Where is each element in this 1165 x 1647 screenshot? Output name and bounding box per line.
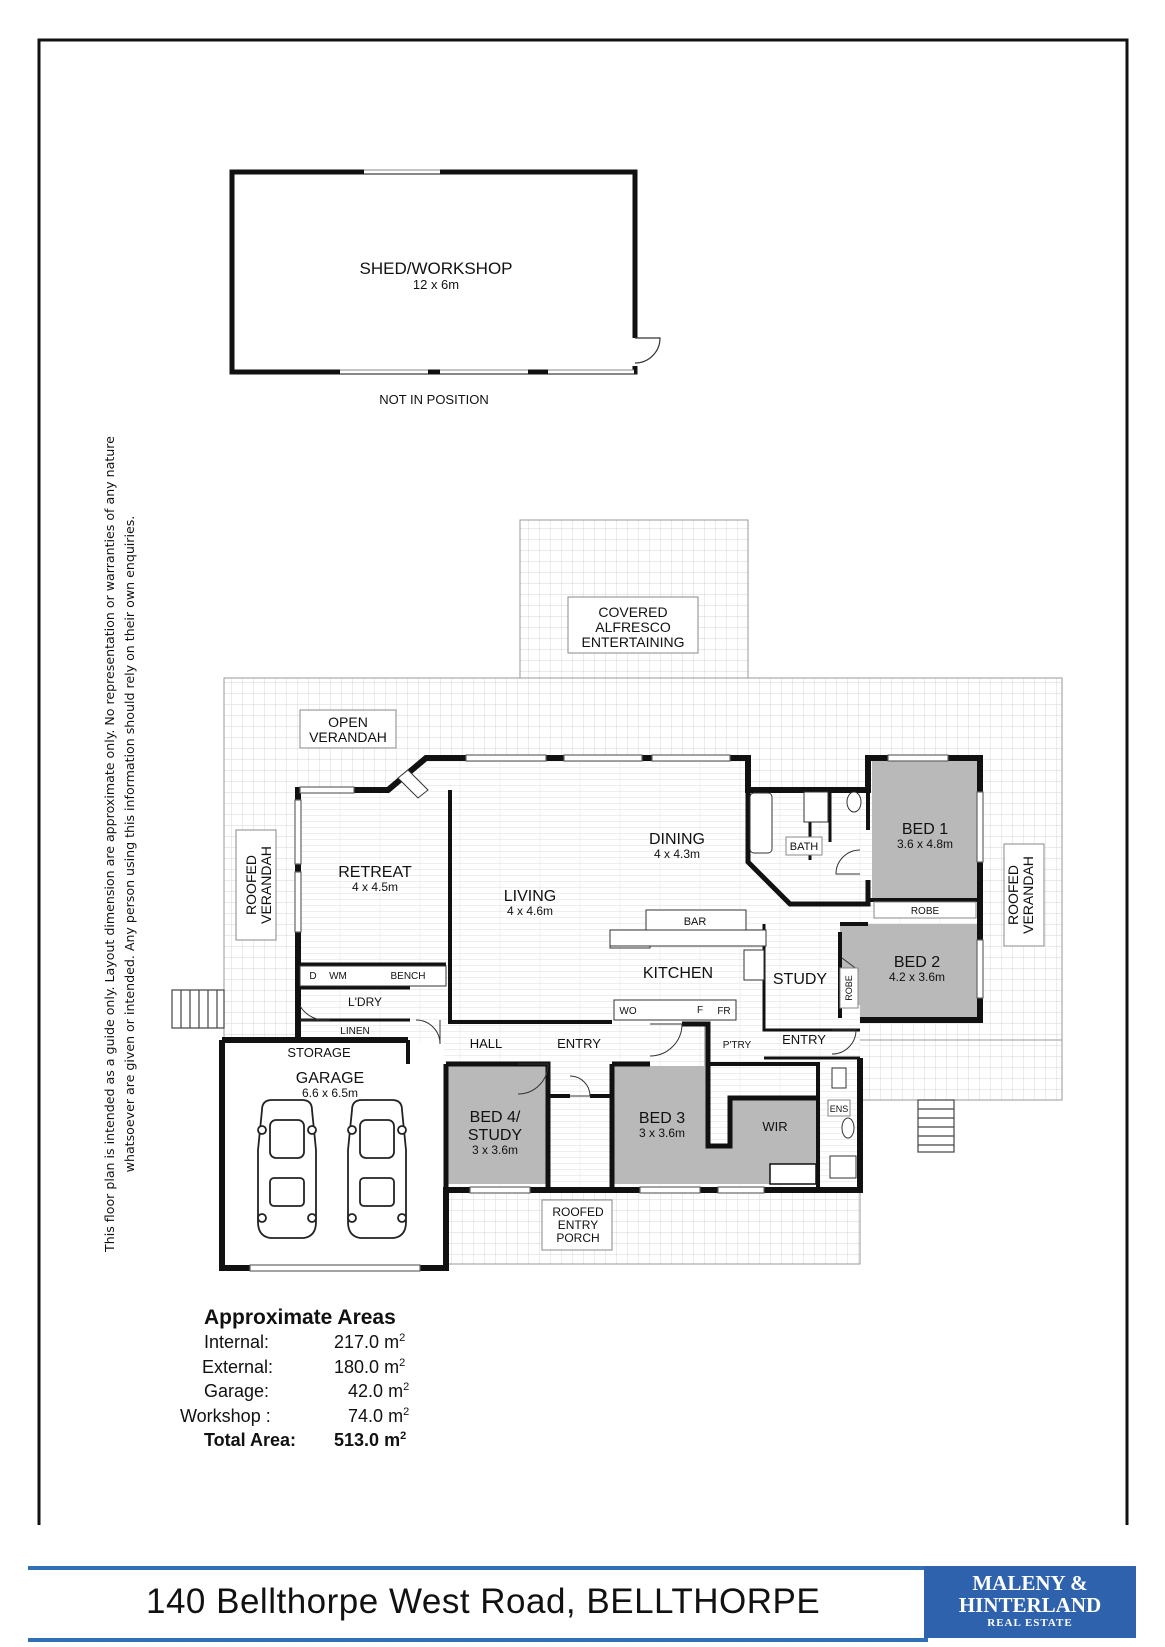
car-icon	[347, 1099, 407, 1239]
door-icon	[569, 1075, 591, 1097]
kitchen-label: KITCHEN	[643, 965, 713, 982]
shed-note: NOT IN POSITION	[379, 392, 489, 407]
walls	[219, 755, 983, 1271]
area-row: External: 180.0 m2	[202, 1356, 406, 1377]
footer-rule-bottom	[28, 1638, 928, 1642]
wo-label: WO	[619, 1006, 636, 1017]
svg-text:4.2 x 3.6m: 4.2 x 3.6m	[889, 970, 945, 984]
ens-label: ENS	[830, 1104, 849, 1114]
island-bench	[609, 929, 767, 947]
shed-name: SHED/WORKSHOP	[359, 259, 512, 278]
roofed-verandah-left-label: ROOFED	[243, 855, 259, 915]
open-verandah-label: OPEN	[328, 714, 368, 730]
laundry-bench	[299, 965, 447, 987]
steps-right-icon	[917, 1099, 955, 1153]
agency-logo: MALENY & HINTERLAND REAL ESTATE	[924, 1566, 1136, 1638]
interior-floors	[222, 758, 980, 1268]
svg-text:4 x 4.5m: 4 x 4.5m	[352, 880, 398, 894]
fireplace-icon	[397, 769, 429, 799]
svg-text:3.6 x 4.8m: 3.6 x 4.8m	[897, 837, 953, 851]
disclaimer-line-1: This floor plan is intended as a guide o…	[102, 436, 117, 1252]
laundry-wm: WM	[329, 971, 347, 982]
bar-label: BAR	[684, 916, 707, 928]
steps-left-icon	[171, 989, 225, 1029]
svg-text:ALFRESCO: ALFRESCO	[595, 619, 671, 635]
bed2-label: BED 2	[894, 954, 940, 971]
robe1-label: ROBE	[911, 906, 940, 917]
svg-text:VERANDAH: VERANDAH	[258, 846, 274, 924]
wo-bench	[613, 999, 737, 1021]
svg-text:4 x 4.3m: 4 x 4.3m	[654, 847, 700, 861]
svg-text:ENTRY: ENTRY	[558, 1218, 598, 1232]
covered-alfresco-label: COVERED	[598, 604, 667, 620]
area-row: Internal: 217.0 m2	[204, 1332, 406, 1352]
roofed-verandah-right-label: ROOFED	[1005, 865, 1021, 925]
bed3-label: BED 3	[639, 1110, 685, 1127]
fr-label: FR	[717, 1006, 730, 1017]
door-icon	[415, 1019, 441, 1045]
shed-workshop	[229, 169, 661, 375]
svg-text:3 x 3.6m: 3 x 3.6m	[639, 1126, 685, 1140]
areas-table: Approximate Areas Internal: 217.0 m2 Ext…	[170, 1306, 430, 1455]
shed-size: 12 x 6m	[413, 277, 459, 292]
ptry-label: P'TRY	[723, 1040, 752, 1051]
living-label: LIVING	[504, 888, 556, 905]
laundry-d: D	[309, 971, 316, 982]
windows	[249, 754, 984, 1272]
svg-text:6.6 x 6.5m: 6.6 x 6.5m	[302, 1086, 358, 1100]
svg-text:STUDY: STUDY	[468, 1127, 523, 1144]
laundry-bench: BENCH	[390, 971, 425, 982]
wc-ens-icon	[831, 1067, 847, 1089]
linen-label: LINEN	[340, 1026, 369, 1037]
f-label: F	[697, 1005, 703, 1016]
garage-label: GARAGE	[296, 1070, 364, 1087]
car-icon	[257, 1099, 317, 1239]
shed-door-icon	[634, 337, 661, 364]
study-label: STUDY	[773, 971, 828, 988]
area-row: Workshop : 74.0 m2	[180, 1405, 410, 1426]
door-icon	[835, 849, 861, 875]
footer-rule-top	[28, 1566, 928, 1570]
wir-label: WIR	[762, 1119, 787, 1134]
bath-label: BATH	[790, 841, 819, 853]
bed1-label: BED 1	[902, 821, 948, 838]
bathtub-icon	[749, 792, 773, 854]
svg-text:VERANDAH: VERANDAH	[309, 729, 387, 745]
disclaimer: This floor plan is intended as a guide o…	[100, 434, 160, 1254]
disclaimer-line-2: whatsoever are given or intended. Any pe…	[122, 515, 137, 1173]
area-row: Garage: 42.0 m2	[204, 1381, 410, 1401]
shower-icon	[829, 1155, 857, 1179]
footer: 140 Bellthorpe West Road, BELLTHORPE MAL…	[28, 1566, 1138, 1642]
robe2-label: ROBE	[844, 975, 854, 1001]
door-icon	[831, 1029, 857, 1055]
svg-text:3 x 3.6m: 3 x 3.6m	[472, 1143, 518, 1157]
hall-label: HALL	[470, 1036, 503, 1051]
bed2-fill	[840, 924, 977, 1018]
laundry-label: L'DRY	[348, 995, 382, 1009]
toilet-icon	[846, 791, 862, 813]
door-icon	[299, 1005, 331, 1021]
entry-label-2: ENTRY	[782, 1032, 826, 1047]
dining-label: DINING	[649, 831, 705, 848]
entry-label: ENTRY	[557, 1036, 601, 1051]
storage-label: STORAGE	[287, 1045, 351, 1060]
svg-text:4 x 4.6m: 4 x 4.6m	[507, 904, 553, 918]
areas-title: Approximate Areas	[204, 1306, 396, 1329]
door-icon	[649, 1023, 683, 1057]
porch-label: ROOFED	[552, 1205, 604, 1219]
cooktop-icon	[743, 949, 765, 981]
svg-text:PORCH: PORCH	[556, 1231, 599, 1245]
page-frame	[37, 38, 1129, 1525]
bed1-fill	[872, 761, 977, 900]
fittings	[299, 769, 862, 1179]
retreat-label: RETREAT	[338, 864, 412, 881]
svg-text:ENTERTAINING: ENTERTAINING	[582, 634, 685, 650]
door-icon	[517, 1063, 549, 1095]
bed4-label: BED 4/	[470, 1109, 521, 1126]
area-total-row: Total Area: 513.0 m2	[204, 1430, 407, 1450]
property-address: 140 Bellthorpe West Road, BELLTHORPE	[146, 1582, 821, 1621]
svg-text:VERANDAH: VERANDAH	[1020, 856, 1036, 934]
wir-fill	[730, 1098, 816, 1164]
